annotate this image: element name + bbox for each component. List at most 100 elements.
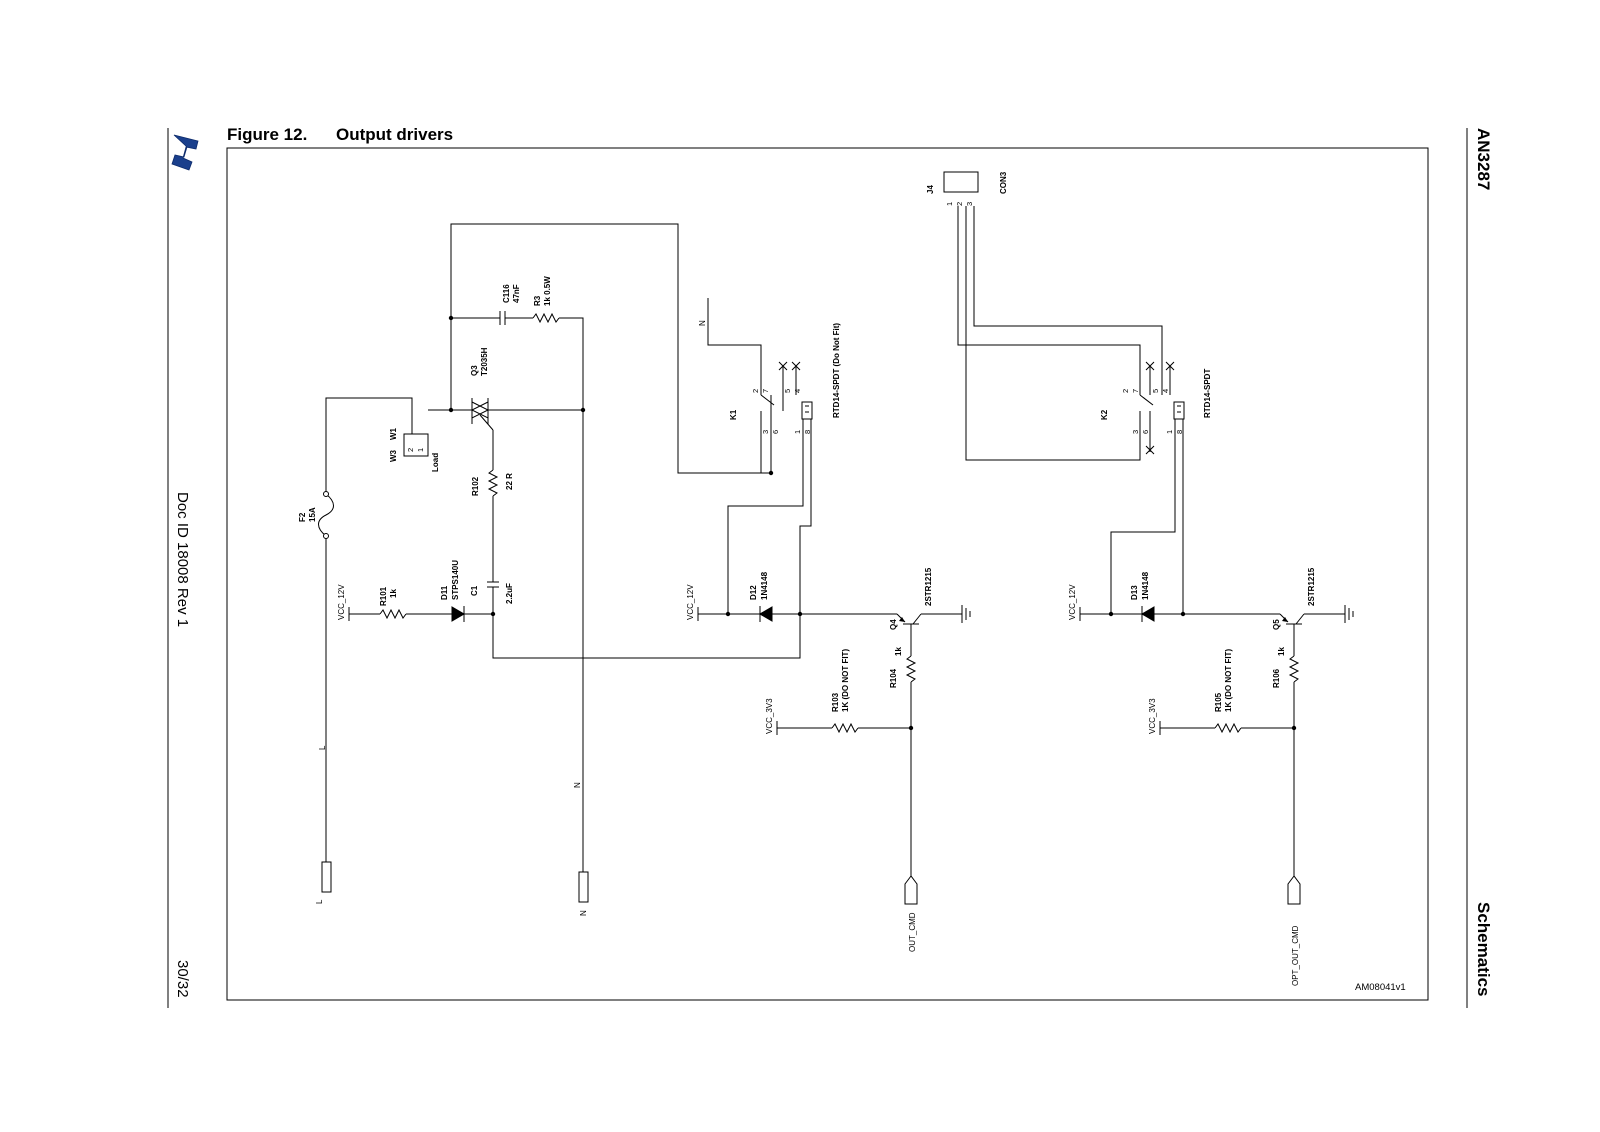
drawing-id: AM08041v1	[1355, 982, 1406, 993]
resistor-R106	[1288, 655, 1300, 683]
K1-pin4: 4	[793, 389, 802, 393]
triac-Q3	[470, 398, 494, 431]
K2-pin4: 4	[1161, 389, 1170, 393]
N-terminal-label: N	[579, 910, 588, 916]
doc-code: AN3287	[1474, 128, 1493, 190]
R106-value: 1k	[1277, 647, 1286, 656]
out-cmd-port	[904, 875, 918, 905]
R3-ref: R3	[533, 295, 542, 306]
N-net-label: N	[573, 782, 582, 788]
F2-ref: F2	[298, 512, 307, 522]
R104-value: 1k	[894, 647, 903, 656]
doc-id: Doc ID 18008 Rev 1	[174, 492, 191, 627]
K2-pin3: 3	[1131, 430, 1140, 434]
R105-value: 1K (DO NOT FIT)	[1224, 649, 1233, 712]
K1-pin8: 8	[803, 430, 812, 434]
K1-ref: K1	[729, 409, 738, 420]
N-terminal	[578, 871, 589, 903]
diode-D12	[759, 606, 773, 622]
R106-ref: R106	[1272, 668, 1281, 688]
Q4-value: 2STR1215	[924, 567, 933, 606]
D12-ref: D12	[749, 585, 758, 600]
D12-value: 1N4148	[760, 571, 769, 600]
C116-ref: C116	[502, 284, 511, 303]
J4-pin2: 2	[955, 202, 964, 206]
K1-pin5: 5	[783, 389, 792, 393]
R101-value: 1k	[389, 589, 398, 598]
vcc12-label-2: VCC_12V	[686, 584, 695, 620]
D11-ref: D11	[440, 585, 449, 600]
figure-frame	[226, 147, 1429, 1001]
R105-ref: R105	[1214, 692, 1223, 712]
K2-pin6: 6	[1141, 430, 1150, 434]
K2-ref: K2	[1100, 409, 1109, 420]
K2-pin7: 7	[1131, 389, 1140, 393]
J4-ref: J4	[926, 185, 935, 194]
K2-pin8: 8	[1175, 430, 1184, 434]
relay-K1-coil	[801, 401, 813, 420]
figure-title: Output drivers	[336, 125, 453, 144]
load-label: Load	[431, 453, 440, 472]
triac-section: L L F2 15A 2 1 W3 W1 Load C116 47nF R3 1…	[298, 223, 801, 916]
J4-pin1: 1	[945, 202, 954, 206]
resistor-R104	[905, 655, 917, 683]
resistor-R105	[1214, 722, 1242, 734]
figure-number: Figure 12.	[227, 125, 307, 144]
relay-K2-section: J4 CON3 1 2 3 K2 RTD14-SPDT 2 7 5 4 3 6 …	[926, 171, 1354, 986]
Q5-ref: Q5	[1272, 619, 1281, 630]
vcc33-label-1: VCC_3V3	[765, 698, 774, 734]
transistor-Q5	[1279, 613, 1305, 640]
K1-pin3: 3	[761, 430, 770, 434]
W1-ref: W1	[389, 427, 398, 440]
K1-pin6: 6	[771, 430, 780, 434]
Q5-value: 2STR1215	[1307, 567, 1316, 606]
out-cmd-label: OUT_CMD	[908, 912, 917, 952]
R101-ref: R101	[379, 586, 388, 606]
N-net-label-k1: N	[698, 320, 707, 326]
resistor-R101	[379, 608, 407, 620]
C1-value: 2.2uF	[505, 583, 514, 604]
ground-icon-Q4	[961, 605, 971, 623]
opt-out-cmd-port	[1287, 875, 1301, 905]
K1-pin7: 7	[761, 389, 770, 393]
opt-out-cmd-label: OPT_OUT_CMD	[1291, 925, 1300, 986]
K1-pin1: 1	[793, 430, 802, 434]
diode-D11	[451, 606, 465, 622]
R104-ref: R104	[889, 668, 898, 688]
transistor-Q4	[896, 613, 922, 640]
C116-value: 47nF	[512, 284, 521, 303]
L-terminal-label: L	[315, 899, 324, 904]
R3-value: 1k 0.5W	[543, 276, 552, 306]
page-number: 30/32	[174, 960, 191, 998]
vcc12-label-1: VCC_12V	[337, 584, 346, 620]
L-net-label: L	[318, 745, 327, 750]
resistor-R102	[487, 469, 499, 497]
D13-value: 1N4148	[1141, 571, 1150, 600]
ground-icon-Q5	[1344, 605, 1354, 623]
load-pin-2: 2	[406, 448, 415, 452]
J4-value: CON3	[999, 171, 1008, 194]
Q3-value: T2035H	[480, 347, 489, 376]
K2-pin1: 1	[1165, 430, 1174, 434]
relay-K2-coil	[1173, 401, 1185, 420]
vcc33-label-2: VCC_3V3	[1148, 698, 1157, 734]
R103-ref: R103	[831, 692, 840, 712]
R102-value: 22 R	[505, 473, 514, 490]
K2-value: RTD14-SPDT	[1203, 369, 1212, 418]
C1-ref: C1	[470, 585, 479, 596]
J4-pin3: 3	[965, 202, 974, 206]
K1-pin2: 2	[751, 389, 760, 393]
fuse-F2	[318, 493, 334, 537]
K2-pin2: 2	[1121, 389, 1130, 393]
R103-value: 1K (DO NOT FIT)	[841, 649, 850, 712]
diode-D13	[1141, 606, 1155, 622]
st-logo-icon	[171, 134, 199, 171]
load-connector	[403, 433, 429, 457]
section-title: Schematics	[1474, 902, 1493, 997]
K1-value: RTD14-SPDT (Do Not Fit)	[832, 323, 841, 418]
L-terminal	[321, 861, 332, 893]
D11-value: STPS140U	[451, 560, 460, 600]
Q3-ref: Q3	[470, 365, 479, 376]
D13-ref: D13	[1130, 585, 1139, 600]
